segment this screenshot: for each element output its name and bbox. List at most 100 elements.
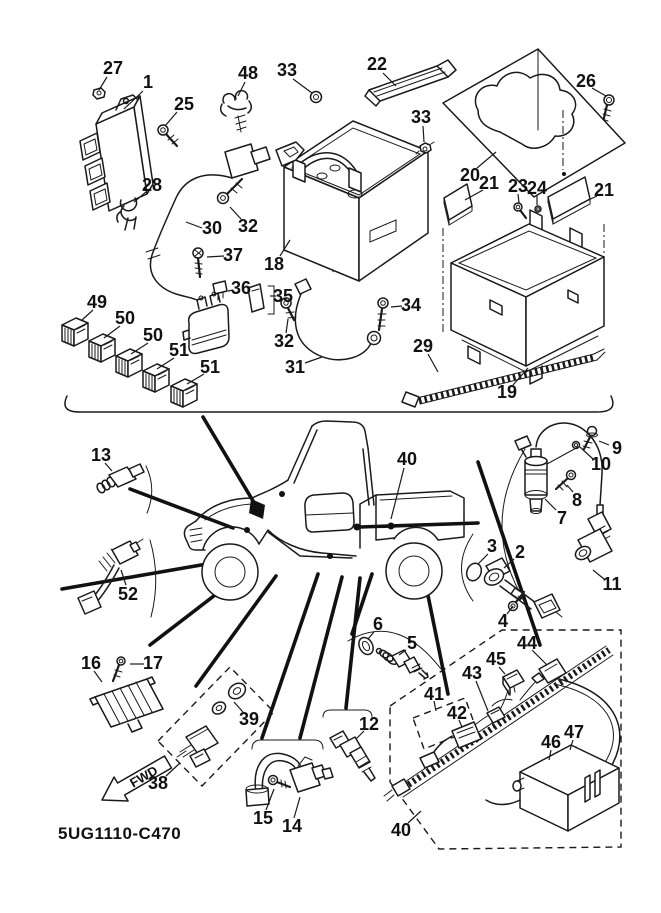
callout-15: 15 <box>253 808 273 828</box>
relay-51a-drawing <box>142 363 170 393</box>
callout-32: 32 <box>274 331 294 351</box>
dashed-box-40 <box>389 629 622 850</box>
bolt-37-drawing <box>192 247 204 279</box>
oil-switch-38-drawing <box>176 725 219 768</box>
battery-drawing <box>275 120 429 282</box>
callout-14: 14 <box>282 816 302 836</box>
callout-leader-34 <box>390 305 403 308</box>
relay-45-drawing <box>502 669 525 696</box>
pad-21a-drawing <box>443 183 473 226</box>
screw-23-drawing <box>513 202 528 220</box>
callout-47: 47 <box>564 722 584 742</box>
callout-leader-51 <box>156 357 175 370</box>
callout-6: 6 <box>373 614 383 634</box>
callout-38: 38 <box>148 773 168 793</box>
washer-24-drawing <box>534 205 542 213</box>
callout-leader-18 <box>279 239 291 257</box>
sensor-12-drawing <box>329 730 376 782</box>
screw-17-drawing <box>111 656 126 683</box>
callout-33: 33 <box>277 60 297 80</box>
callout-48: 48 <box>238 63 258 83</box>
callout-30: 30 <box>202 218 222 238</box>
battery-box-drawing <box>442 209 605 385</box>
connector-42-drawing <box>419 721 482 769</box>
callout-leader-29 <box>427 353 439 373</box>
callout-leader-43 <box>475 680 489 712</box>
callout-31: 31 <box>285 357 305 377</box>
bolt-32a-drawing <box>216 177 244 205</box>
plate-35-drawing <box>247 283 275 315</box>
callout-leader-46 <box>548 749 552 761</box>
callout-leader-41 <box>433 700 437 712</box>
callout-leader-28 <box>133 191 147 203</box>
relay-49-drawing <box>61 317 89 347</box>
locator-lines <box>60 415 542 740</box>
callout-21: 21 <box>479 173 499 193</box>
ignition-coil-7-drawing <box>514 422 604 520</box>
callout-17: 17 <box>143 653 163 673</box>
sensor-14-pipe-drawing <box>245 752 302 807</box>
plug-cap-11-drawing <box>574 511 613 563</box>
callout-leader-1 <box>123 90 144 110</box>
callout-leader-16 <box>93 670 103 683</box>
lower-section: FWD 5UG1110-C470 <box>58 415 622 850</box>
callout-leader-9 <box>598 440 610 446</box>
callout-50: 50 <box>143 325 163 345</box>
clamp-28-drawing <box>116 197 138 231</box>
callout-37: 37 <box>223 245 243 265</box>
callout-leader-32 <box>285 318 289 334</box>
nut-27-drawing <box>92 87 106 100</box>
relay-50a-drawing <box>88 333 116 363</box>
connector-43-drawing <box>486 706 506 729</box>
wire-harness-drawing <box>383 645 621 832</box>
wire-30-drawing <box>145 143 271 301</box>
callout-leader-4 <box>506 605 514 615</box>
callout-leader-19 <box>512 367 529 386</box>
callout-29: 29 <box>413 336 433 356</box>
bolt-25-drawing <box>157 124 179 148</box>
group-brackets <box>145 448 526 750</box>
part-code: 5UG1110-C470 <box>58 824 181 843</box>
callout-40: 40 <box>397 449 417 469</box>
callout-leader-40 <box>390 467 405 520</box>
washer-33a-drawing <box>309 90 323 104</box>
callout-leader-42 <box>458 719 463 728</box>
callout-leader-26 <box>591 87 607 97</box>
callout-26: 26 <box>576 71 596 91</box>
battery-strap-22-drawing <box>364 59 457 107</box>
oring-3-drawing <box>465 562 483 582</box>
callout-41: 41 <box>424 684 444 704</box>
callout-8: 8 <box>572 490 582 510</box>
callout-leader-45 <box>498 666 506 675</box>
fuse-36-drawing <box>212 280 228 301</box>
callout-34: 34 <box>401 295 421 315</box>
callout-leader-12 <box>355 730 365 740</box>
battery-cover-drawing <box>442 48 626 198</box>
cdi-unit-drawing <box>79 94 154 212</box>
callout-leader-37 <box>206 255 225 258</box>
callout-25: 25 <box>174 94 194 114</box>
callout-39: 39 <box>239 709 259 729</box>
callout-leader-31 <box>304 356 323 364</box>
callout-11: 11 <box>602 574 621 594</box>
callout-28: 28 <box>142 175 162 195</box>
callout-52: 52 <box>118 584 138 604</box>
clamp-48-drawing <box>219 89 252 133</box>
callout-51: 51 <box>200 357 220 377</box>
nut-33b-drawing <box>415 141 435 155</box>
spark-plug-5-drawing <box>375 647 429 680</box>
callout-leader-52 <box>120 569 127 586</box>
callout-leader-10 <box>579 446 594 460</box>
callout-49: 49 <box>87 292 107 312</box>
bolt-34-drawing <box>377 297 389 332</box>
relay-50b-drawing <box>115 348 143 378</box>
callout-leader-30 <box>185 221 203 229</box>
callout-leader-21 <box>464 189 484 201</box>
callout-40: 40 <box>391 820 411 840</box>
callout-36: 36 <box>231 278 251 298</box>
callout-leader-6 <box>367 631 375 640</box>
callout-leader-39 <box>233 701 244 713</box>
callout-27: 27 <box>103 58 123 78</box>
callout-21: 21 <box>594 180 614 200</box>
